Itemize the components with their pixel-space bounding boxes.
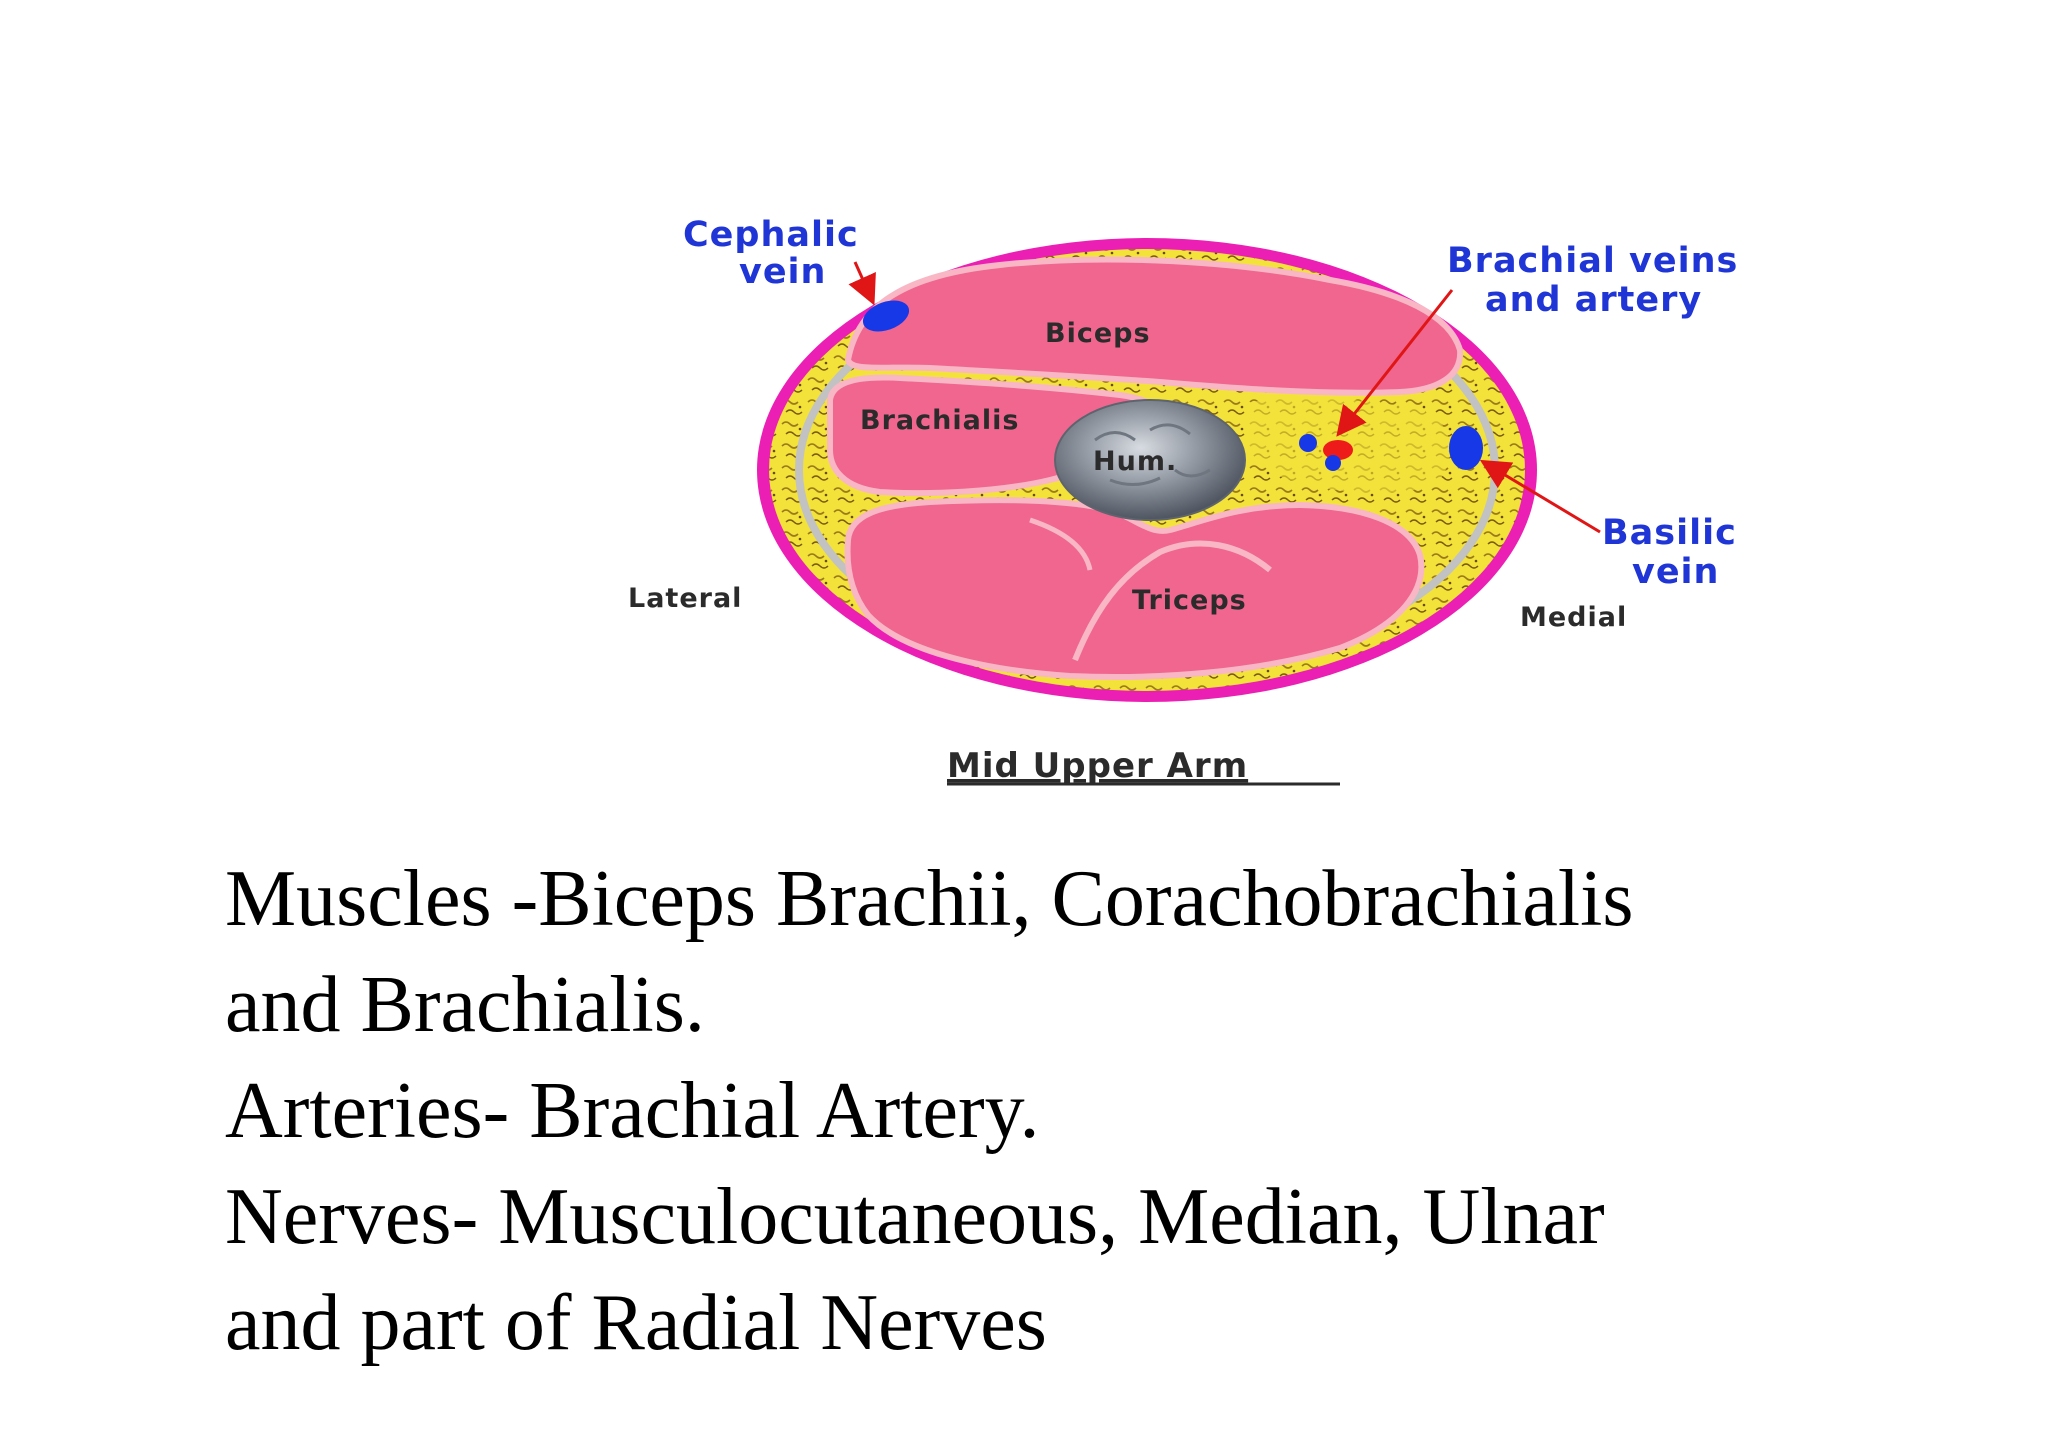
label-cephalic-line2: vein [739, 252, 826, 292]
humerus-bone [1054, 399, 1246, 521]
basilic-arrow [1479, 459, 1601, 534]
cephalic-vein [862, 300, 910, 332]
arm-cross-section-diagram: Cephalic vein Brachial veins and artery … [628, 215, 1738, 786]
text-line-muscles-cont: and Brachialis. [225, 961, 705, 1049]
label-humerus: Hum. [1093, 446, 1177, 477]
label-cephalic-line1: Cephalic [683, 215, 859, 255]
label-biceps: Biceps [1045, 318, 1151, 349]
triceps-muscle [844, 497, 1425, 680]
text-line-nerves-cont: and part of Radial Nerves [225, 1279, 1047, 1367]
label-basilic-line1: Basilic [1602, 513, 1737, 553]
label-basilic-line2: vein [1632, 552, 1719, 592]
label-brachial-line1: Brachial veins [1447, 241, 1738, 281]
triceps-septum [1029, 517, 1093, 571]
biceps-muscle [844, 256, 1464, 396]
brachial-arrow [1336, 289, 1454, 437]
text-line-nerves: Nerves- Musculocutaneous, Median, Ulnar [225, 1173, 1605, 1261]
brachial-artery [1323, 440, 1353, 460]
text-line-muscles: Muscles -Biceps Brachii, Corachobrachial… [225, 855, 1634, 943]
basilic-vein [1449, 426, 1483, 470]
cephalic-arrow [848, 261, 876, 306]
brachial-vein [1299, 434, 1317, 452]
triceps-septum [1072, 540, 1272, 662]
label-medial: Medial [1520, 602, 1627, 633]
text-line-arteries: Arteries- Brachial Artery. [225, 1067, 1040, 1155]
diagram-caption: Mid Upper Arm [947, 746, 1248, 786]
brachial-vein [1325, 455, 1341, 471]
label-lateral: Lateral [628, 583, 742, 614]
label-triceps: Triceps [1132, 585, 1247, 616]
body-text: Muscles -Biceps Brachii, Corachobrachial… [225, 846, 1925, 1376]
humerus-texture [1094, 423, 1211, 486]
label-brachial-line2: and artery [1485, 280, 1702, 320]
label-brachialis: Brachialis [860, 405, 1019, 436]
